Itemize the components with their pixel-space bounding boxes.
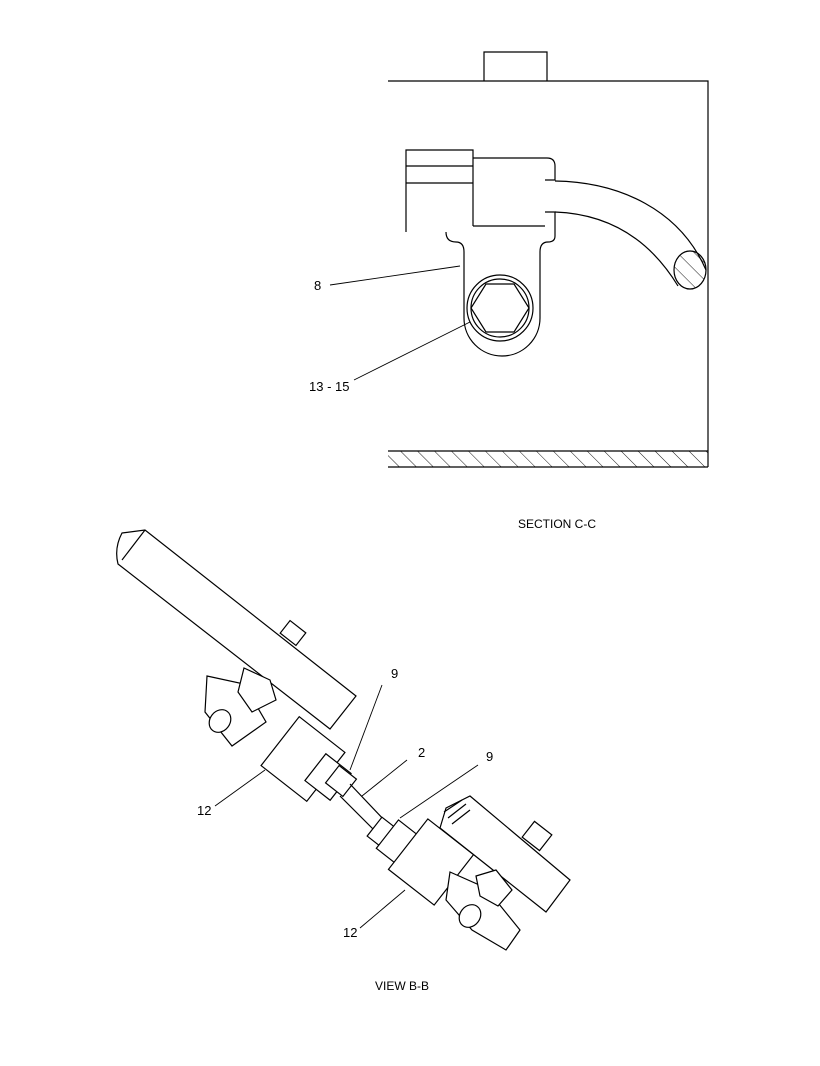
lower-fitting — [366, 816, 521, 951]
callout-12-upper: 12 — [197, 803, 211, 818]
view-bb-caption: VIEW B-B — [375, 979, 429, 993]
long-bar — [116, 529, 357, 730]
hex-bolt — [466, 274, 534, 342]
floor-hatched-band — [388, 450, 708, 468]
right-valve-block — [439, 795, 571, 913]
top-tab — [483, 51, 548, 81]
clamp-block — [405, 149, 556, 357]
curved-pipe — [554, 180, 707, 290]
leader-8 — [329, 265, 461, 286]
callout-12-lower: 12 — [343, 925, 357, 940]
callout-13-15: 13 - 15 — [309, 379, 349, 394]
section-cc: 8 13 - 15 SECTION C-C — [309, 51, 709, 531]
leader-12-lower — [359, 889, 406, 929]
housing-outline — [388, 80, 709, 467]
leader-13-15 — [353, 321, 471, 381]
leader-12-upper — [214, 769, 266, 807]
upper-fitting — [204, 667, 358, 803]
leader-9-upper — [349, 684, 383, 771]
callout-9-lower: 9 — [486, 749, 493, 764]
callout-2: 2 — [418, 745, 425, 760]
section-cc-caption: SECTION C-C — [518, 517, 596, 531]
pipe-cut-section — [673, 250, 707, 290]
view-bb: 9 2 9 12 12 VIEW B-B — [116, 529, 571, 993]
callout-9-upper: 9 — [391, 666, 398, 681]
connecting-rod — [339, 783, 387, 835]
leader-2 — [361, 759, 408, 797]
leader-9-lower — [399, 764, 479, 819]
callout-8: 8 — [314, 278, 321, 293]
